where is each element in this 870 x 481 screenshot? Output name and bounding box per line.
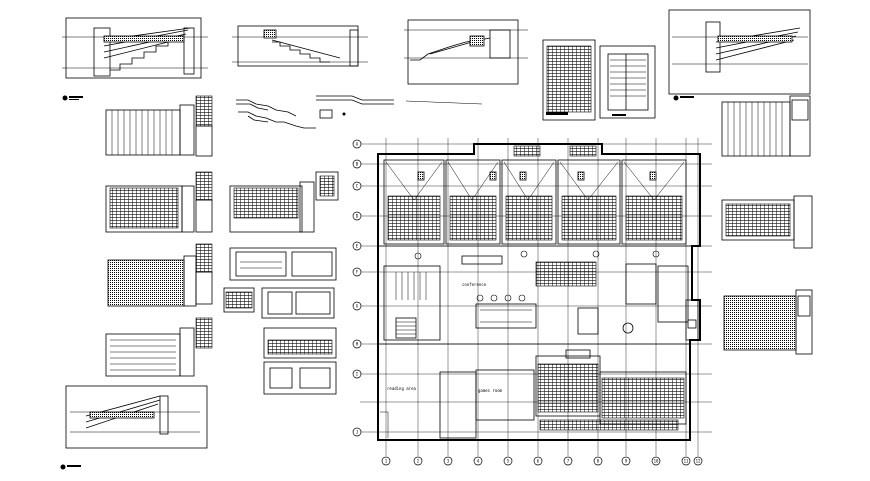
elevation-mid-1: [229, 171, 339, 233]
grid-x-label: 8: [597, 459, 600, 464]
elevation-right-1: [721, 95, 811, 157]
room-label-games-room: games room: [478, 388, 503, 393]
grid-x-label: 2: [417, 459, 420, 464]
grid-y-label: E: [356, 244, 359, 249]
section-detail-2: [232, 25, 368, 67]
grid-x-label: 1: [385, 459, 388, 464]
grid-y-label: F: [356, 270, 359, 275]
lower-rooms: [380, 349, 687, 439]
seating-plan-block-2: [599, 45, 656, 119]
grid-x-label: 10: [654, 459, 659, 464]
grid-x-label: 3: [447, 459, 450, 464]
plan-mid-2: [223, 287, 335, 319]
grid-y-label: J: [356, 430, 358, 435]
elevation-left-3: [107, 243, 213, 307]
section-detail-3: [404, 19, 528, 85]
elevation-right-3: [723, 289, 813, 355]
ramp-sketch: [316, 95, 483, 119]
section-detail-top-right: [668, 9, 811, 101]
grid-x-label: 12: [696, 459, 701, 464]
section-detail-1: [62, 17, 208, 79]
grid-x-label: 5: [507, 459, 510, 464]
grid-x-label: 11: [684, 459, 689, 464]
grid-y-label: G: [356, 304, 359, 309]
elevation-right-2: [721, 195, 813, 249]
section-detail-1-title: [62, 95, 83, 101]
seating-plan-block-1: [542, 39, 596, 121]
auditorium-halls: [383, 145, 687, 245]
grid-bubbles-x: 1 2 3 4 5 6 7 8 9 10 11 12: [381, 456, 703, 466]
grid-y-label: C: [356, 184, 359, 189]
grid-y-label: H: [356, 342, 359, 347]
elevation-left-4: [105, 317, 213, 377]
grid-y-label: A: [356, 142, 359, 147]
elevation-left-1: [105, 95, 213, 157]
grid-y-label: I: [356, 372, 359, 377]
room-label-reading-area: reading area: [387, 386, 416, 391]
grid-bubbles-y: A B C D E F G H I J: [352, 139, 362, 437]
grid-y-label: D: [356, 214, 359, 219]
grid-y-label: B: [356, 162, 359, 167]
stair-sketch: [236, 99, 316, 129]
floor-plan: reading area games room conference 1 2 3…: [352, 138, 712, 466]
elevation-left-2: [105, 171, 213, 233]
grid-x-label: 6: [537, 459, 540, 464]
grid-x-label: 9: [625, 459, 628, 464]
room-label-conference: conference: [462, 282, 487, 287]
grid-x-label: 7: [567, 459, 570, 464]
plan-mid-1: [229, 247, 337, 281]
section-detail-bottom-left: [60, 385, 208, 470]
lobby-area: [383, 250, 699, 341]
grid-x-label: 4: [477, 459, 480, 464]
plan-mid-3: [263, 327, 337, 395]
